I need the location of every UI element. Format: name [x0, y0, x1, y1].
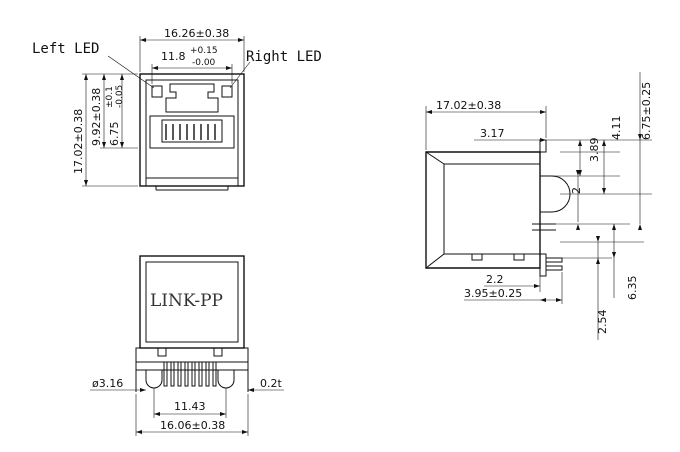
- left-mount-post: [145, 369, 163, 389]
- side-389-dim: 3.89: [588, 138, 601, 163]
- led-spacing-minus: -0.00: [192, 58, 216, 68]
- right-led-window: [221, 85, 233, 98]
- top-small-height-tol: ±0.1: [105, 86, 115, 108]
- front-pins: [163, 361, 217, 387]
- hole-dia-dim: ø3.16: [92, 377, 123, 390]
- top-height-dim: 17.02±0.38: [72, 109, 85, 174]
- top-view: Left LED Right LED 16.26±0.38 11.8 +0.15…: [32, 27, 322, 191]
- side-411-dim: 4.11: [610, 116, 623, 141]
- side-2-dim: 2: [570, 187, 583, 194]
- side-395-dim: 3.95±0.25: [464, 287, 522, 300]
- brand-label: LINK-PP: [150, 291, 223, 311]
- left-led-window: [151, 85, 163, 98]
- led-spacing-plus: +0.15: [190, 46, 218, 56]
- front-width-dim: 16.06±0.38: [160, 419, 225, 432]
- top-small-height-tol2: -0.05: [115, 85, 125, 108]
- left-led-label: Left LED: [32, 41, 99, 57]
- top-small-height-dim: 6.75: [108, 122, 121, 147]
- led-spacing-dim: 11.8: [161, 50, 186, 63]
- side-view-body: [425, 151, 541, 269]
- thickness-dim: 0.2t: [260, 377, 282, 390]
- side-254-dim: 2.54: [596, 310, 609, 335]
- right-mount-post: [217, 369, 235, 389]
- side-offset-dim: 3.17: [480, 127, 505, 140]
- top-view-body: [139, 73, 245, 187]
- side-635-dim: 6.35: [626, 276, 639, 301]
- front-view: LINK-PP ø3.16 0.2t: [90, 255, 284, 436]
- side-view: 17.02±0.38 3.17 3.89 4.11 6.75±0.25 2: [425, 72, 653, 340]
- side-22-dim: 2.2: [486, 273, 504, 286]
- plug-opening: [165, 83, 219, 113]
- right-led-label: Right LED: [246, 49, 322, 65]
- side-length-dim: 17.02±0.38: [436, 99, 501, 112]
- side-675-dim: 6.75±0.25: [640, 82, 653, 140]
- top-mid-height-dim: 9.92±0.38: [90, 88, 103, 146]
- side-latch: [539, 175, 571, 213]
- top-width-dim: 16.26±0.38: [164, 27, 229, 40]
- contact-pins: [165, 124, 216, 140]
- pin-span-dim: 11.43: [174, 400, 206, 413]
